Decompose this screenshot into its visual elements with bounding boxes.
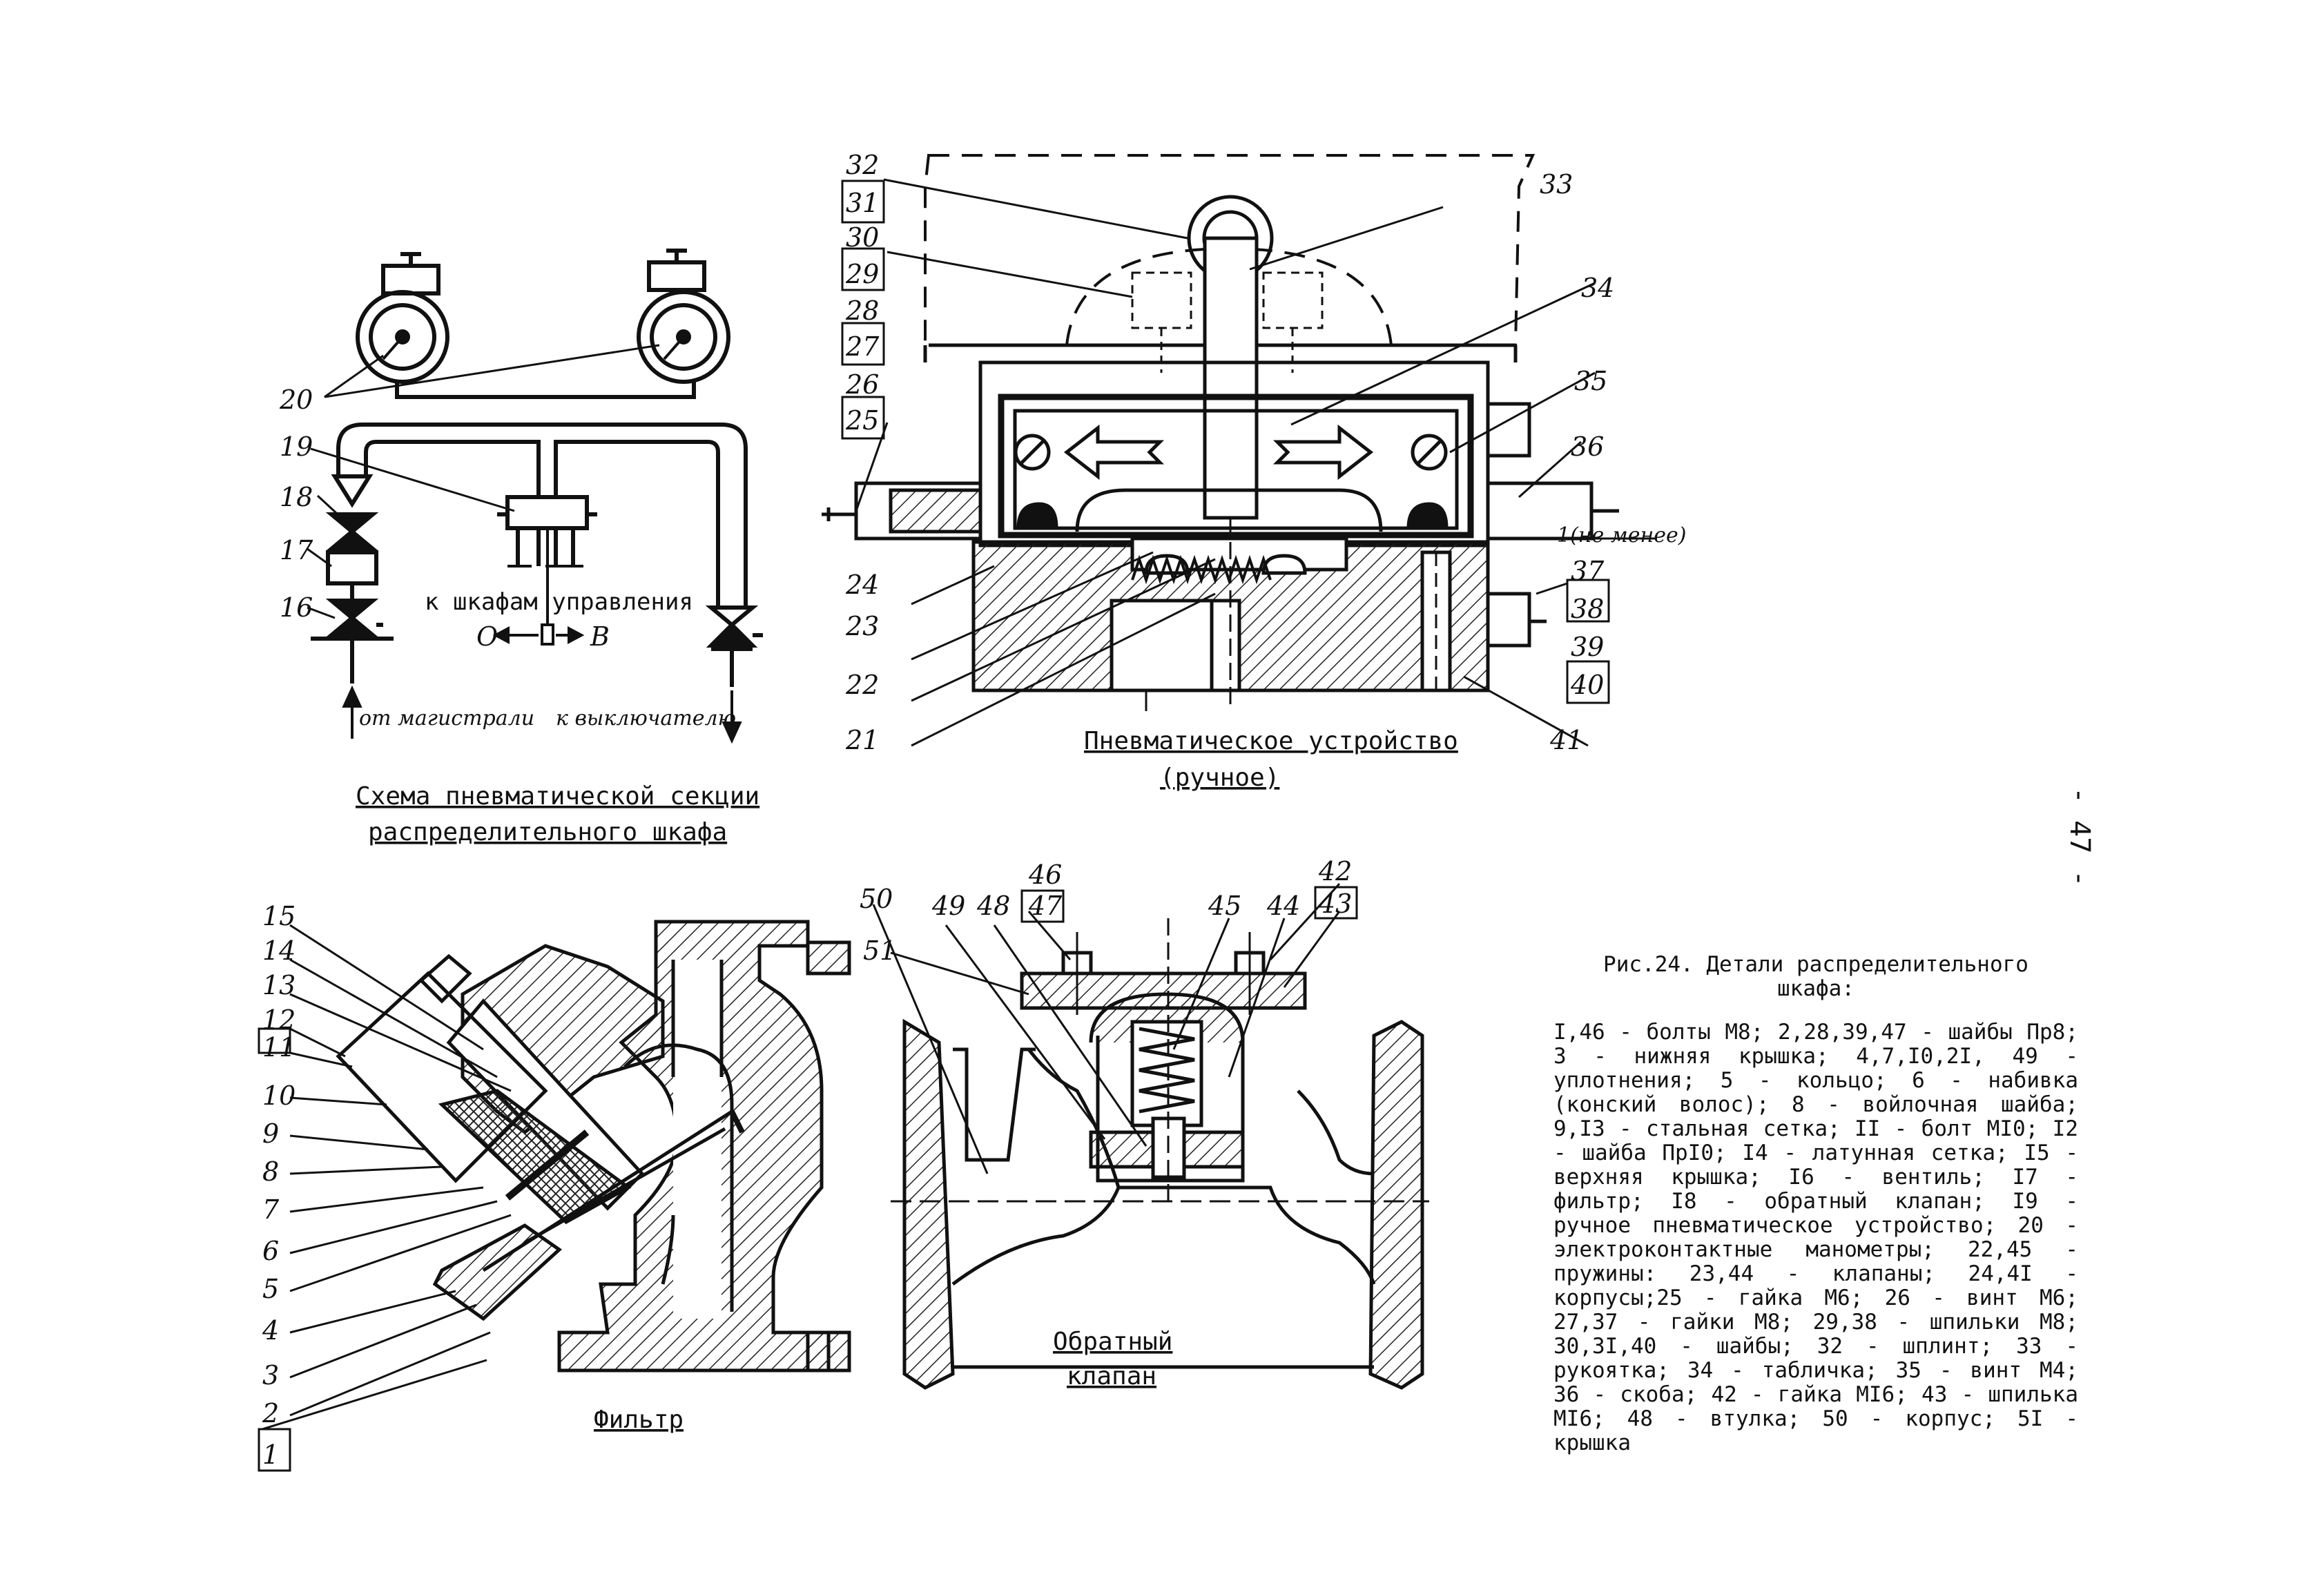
label-44: 44 (1266, 891, 1300, 921)
label-37: 37 (1571, 556, 1605, 586)
legend-heading-line2: шкафа: (1777, 976, 1855, 1001)
page-number: - 47 - (2064, 787, 2095, 887)
label-49: 49 (931, 891, 965, 921)
label-5: 5 (262, 1274, 279, 1304)
label-10: 10 (262, 1080, 296, 1111)
label-34: 34 (1581, 273, 1614, 303)
legend-heading-line1: Рис.24. Детали распределительного (1603, 952, 2028, 977)
label-28: 28 (845, 295, 879, 326)
flow-v-label: В (590, 621, 610, 652)
label-38: 38 (1571, 594, 1604, 624)
label-40: 40 (1570, 670, 1604, 700)
legend-heading: Рис.24. Детали распределительного шкафа: (1553, 953, 2078, 1001)
flow-o-label: О (476, 621, 498, 652)
label-39: 39 (1571, 632, 1604, 662)
check-valve-title-line1: Обратный (1053, 1328, 1172, 1356)
label-32: 32 (846, 150, 879, 180)
label-17: 17 (280, 535, 313, 565)
label-6: 6 (262, 1236, 279, 1266)
label-48: 48 (976, 891, 1010, 921)
label-41: 41 (1549, 725, 1583, 755)
device-title-line1: Пневматическое устройство (1084, 727, 1458, 755)
label-11: 11 (262, 1032, 296, 1063)
scheme-labels: 20 19 18 17 16 к шкафам управления О В о… (279, 385, 759, 846)
label-15: 15 (262, 901, 296, 931)
device-title-line2: (ручное) (1160, 764, 1279, 792)
label-50: 50 (860, 884, 893, 914)
to-cabinets-text: к шкафам управления (425, 588, 693, 616)
scheme-title-line2: распределительного шкафа (368, 818, 727, 846)
label-19: 19 (280, 432, 313, 462)
label-21: 21 (845, 725, 879, 755)
label-25: 25 (845, 405, 879, 436)
label-45: 45 (1208, 891, 1241, 921)
label-46: 46 (1028, 860, 1062, 890)
label-7: 7 (262, 1194, 280, 1225)
label-16: 16 (280, 592, 313, 623)
filter-title: Фильтр (594, 1406, 684, 1434)
label-33: 33 (1540, 169, 1573, 200)
manometer-left (356, 252, 449, 384)
check-valve-title-line2: клапан (1067, 1362, 1156, 1390)
pneumatic-scheme (307, 249, 763, 744)
from-main-text: от магистрали (359, 706, 534, 730)
label-1: 1 (262, 1439, 279, 1470)
figure-caption-legend: Рис.24. Детали распределительного шкафа:… (1553, 953, 2078, 1455)
label-42: 42 (1318, 856, 1352, 886)
label-27: 27 (845, 331, 880, 362)
label-4: 4 (262, 1315, 279, 1346)
scheme-title-line1: Схема пневматической секции (356, 782, 759, 811)
label-8: 8 (262, 1156, 279, 1187)
label-23: 23 (845, 611, 879, 641)
min-gap-note: 1(не менее) (1557, 523, 1686, 547)
filter-drawing (258, 920, 851, 1472)
label-30: 30 (846, 222, 879, 253)
label-22: 22 (845, 670, 879, 700)
label-43: 43 (1318, 889, 1352, 919)
label-31: 31 (846, 188, 879, 218)
label-2: 2 (262, 1398, 279, 1428)
legend-body: I,46 - болты М8; 2,28,39,47 - шайбы Пр8;… (1553, 1020, 2078, 1455)
label-14: 14 (262, 935, 296, 966)
manometer-right (637, 249, 730, 384)
label-29: 29 (845, 259, 879, 289)
to-switch-text: к выключателю (556, 706, 736, 730)
label-51: 51 (863, 935, 896, 966)
label-36: 36 (1571, 432, 1604, 462)
label-12: 12 (262, 1005, 296, 1035)
label-13: 13 (262, 970, 296, 1000)
filter-labels: 15 14 13 12 11 10 9 8 7 6 5 4 3 2 1 Филь… (262, 901, 684, 1470)
check-valve-labels: 50 51 49 48 46 47 45 44 42 43 Обратный к… (860, 856, 1352, 1390)
label-9: 9 (262, 1118, 279, 1149)
pneumatic-device-drawing (822, 154, 1657, 747)
label-35: 35 (1574, 366, 1607, 396)
label-24: 24 (845, 570, 879, 600)
label-3: 3 (262, 1360, 279, 1390)
check-valve-drawing (872, 882, 1429, 1390)
device-labels: 32 31 30 29 28 27 26 25 24 23 22 21 33 3… (845, 150, 1686, 792)
label-26: 26 (845, 369, 879, 400)
label-47: 47 (1028, 891, 1063, 921)
label-18: 18 (280, 482, 313, 512)
label-20: 20 (279, 385, 313, 415)
